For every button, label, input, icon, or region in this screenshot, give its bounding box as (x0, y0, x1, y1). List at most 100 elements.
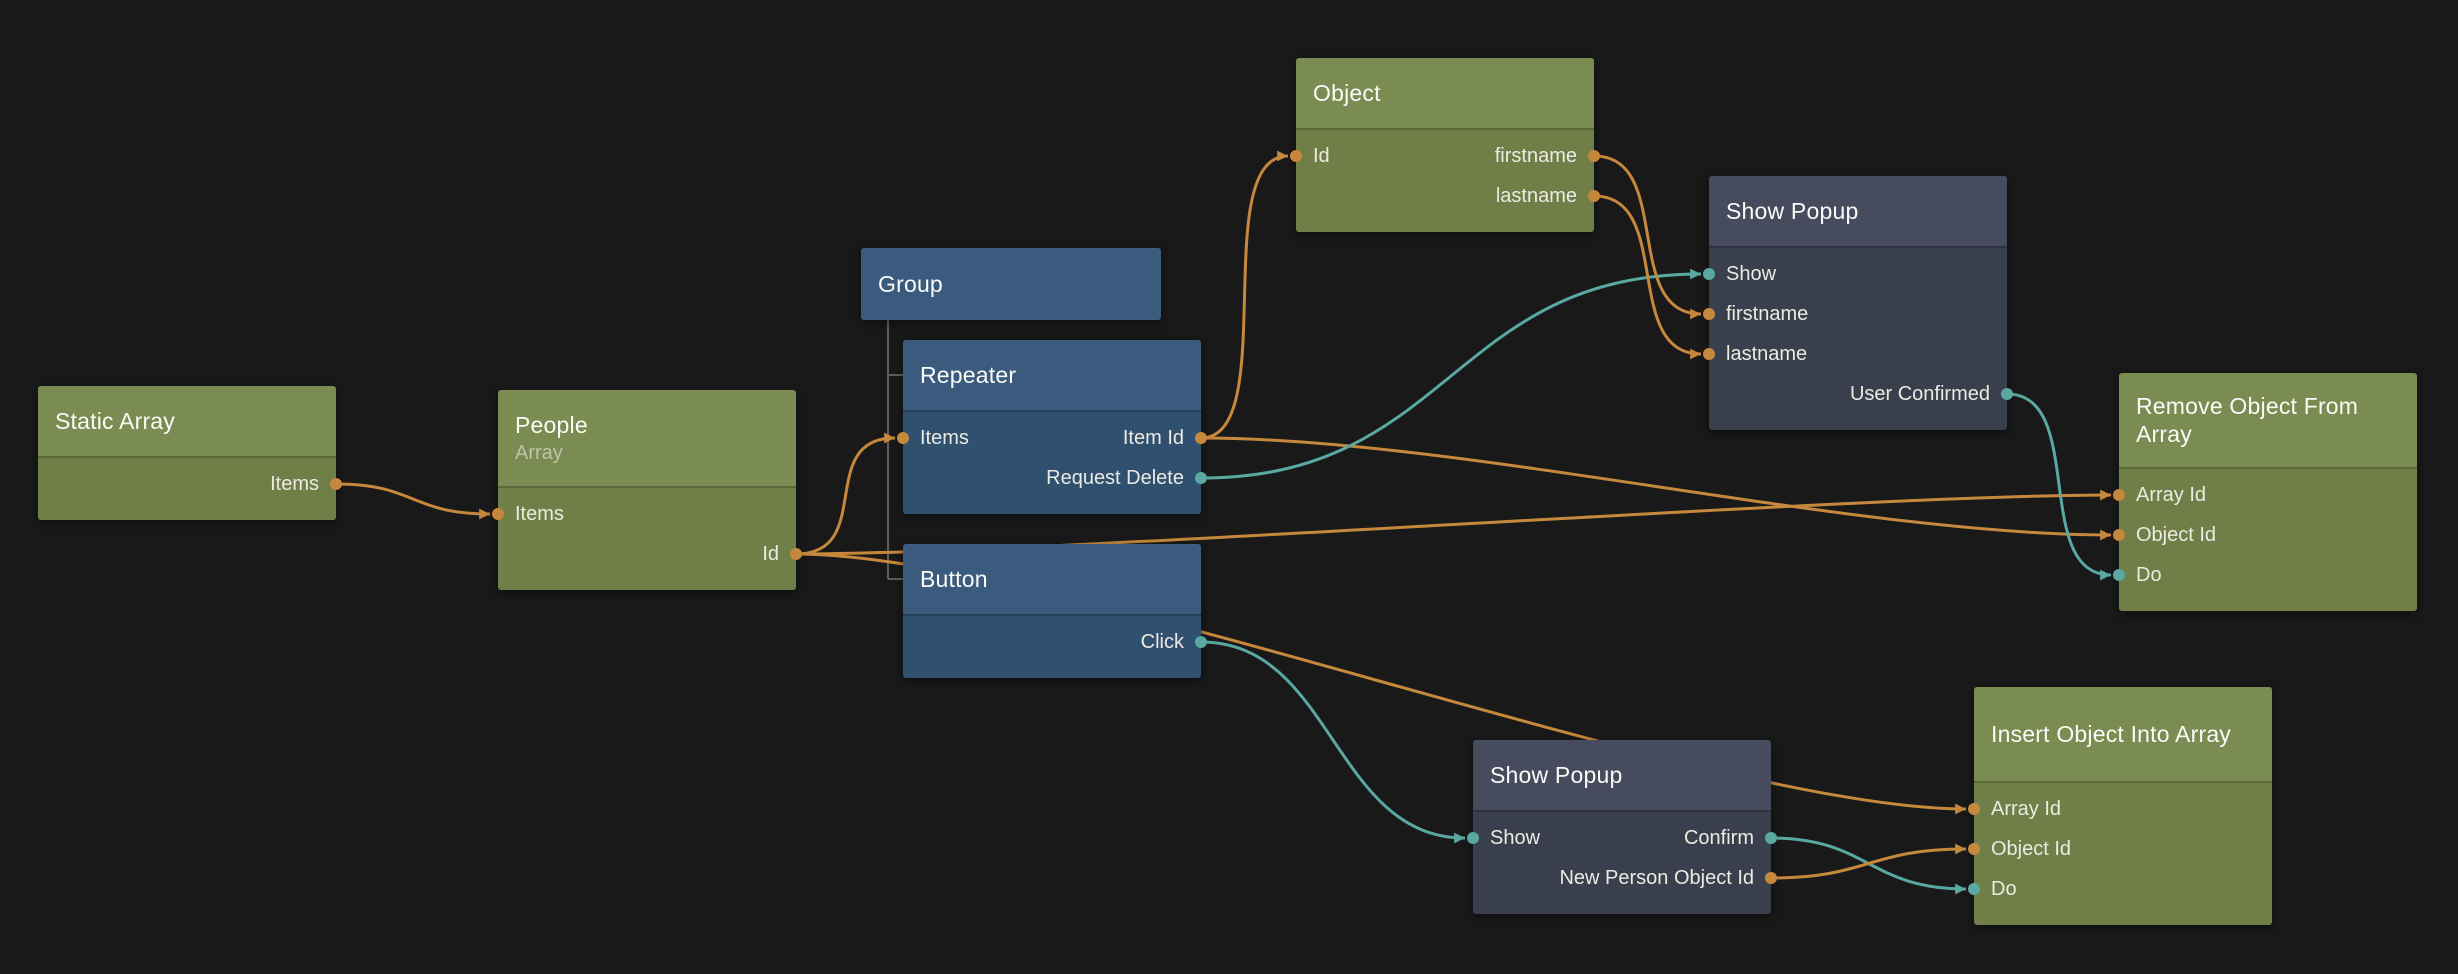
port-row: Items (492, 494, 796, 534)
wire-repeater-to-show-popup-1[interactable] (1200, 268, 1702, 480)
port-firstname-output-dot[interactable] (1588, 150, 1600, 162)
node-body: Items (38, 456, 342, 520)
node-title: Show Popup (1726, 197, 1859, 224)
port-do-input-dot[interactable] (2113, 569, 2125, 581)
port-row: Do (1968, 869, 2272, 909)
port-row: Show Confirm (1467, 818, 1777, 858)
port-lastname-input-label: lastname (1726, 342, 1808, 365)
port-request-delete-output-dot[interactable] (1195, 472, 1207, 484)
wire-repeater-to-object[interactable] (1200, 150, 1289, 440)
port-firstname-input-dot[interactable] (1703, 308, 1715, 320)
port-click-output-label: Click (1140, 630, 1184, 653)
port-row: Do (2113, 555, 2417, 595)
wire-object-to-show-popup-1[interactable] (1593, 154, 1702, 320)
port-new-person-object-id-output-dot[interactable] (1765, 872, 1777, 884)
port-confirm-output-dot[interactable] (1765, 832, 1777, 844)
wire-show-popup-1-to-remove-object-from-array[interactable] (2006, 392, 2112, 581)
node-title: Object (1313, 79, 1381, 106)
port-row: firstname (1703, 294, 2007, 334)
port-user-confirmed-output-dot[interactable] (2001, 388, 2013, 400)
port-do-input-label: Do (2136, 563, 2162, 586)
node-header[interactable]: Object (1296, 58, 1594, 128)
port-show-input-label: Show (1490, 826, 1541, 849)
port-click-output-dot[interactable] (1195, 636, 1207, 648)
port-row: Show (1703, 254, 2007, 294)
node-title: Remove Object From Array (2136, 392, 2359, 447)
port-request-delete-output-label: Request Delete (1046, 466, 1184, 489)
port-item-id-output-dot[interactable] (1195, 432, 1207, 444)
port-array-id-input-dot[interactable] (2113, 489, 2125, 501)
node-header[interactable]: Static Array (38, 386, 336, 456)
wire-repeater-to-remove-object-from-array[interactable] (1200, 436, 2112, 541)
port-show-input-label: Show (1726, 262, 1777, 285)
port-firstname-input-label: firstname (1726, 302, 1809, 325)
wire-people-to-repeater[interactable] (795, 432, 896, 556)
port-row: lastname (1703, 334, 2007, 374)
port-lastname-input-dot[interactable] (1703, 348, 1715, 360)
port-row: Request Delete (903, 458, 1207, 498)
port-row: New Person Object Id (1473, 858, 1777, 898)
port-id-output-label: Id (762, 542, 779, 565)
node-header[interactable]: Group (861, 248, 1161, 320)
port-id-output-dot[interactable] (790, 548, 802, 560)
node-header[interactable]: Show Popup (1473, 740, 1771, 810)
port-object-id-input-dot[interactable] (1968, 843, 1980, 855)
port-row: Items (38, 464, 342, 504)
port-items-input-label: Items (920, 426, 969, 449)
port-items-output-label: Items (270, 472, 319, 495)
port-user-confirmed-output-label: User Confirmed (1849, 382, 1990, 405)
port-items-input-dot[interactable] (897, 432, 909, 444)
node-header[interactable]: Insert Object Into Array (1974, 687, 2272, 781)
wire-static-array-to-people[interactable] (335, 482, 491, 520)
node-header[interactable]: Remove Object From Array (2119, 373, 2417, 467)
wire-show-popup-2-to-insert-object-into-array[interactable] (1770, 843, 1967, 880)
wire-button-to-show-popup-2[interactable] (1200, 640, 1466, 844)
port-row: User Confirmed (1709, 374, 2013, 414)
port-confirm-output-label: Confirm (1683, 826, 1754, 849)
node-header[interactable]: Repeater (903, 340, 1201, 410)
port-lastname-output-dot[interactable] (1588, 190, 1600, 202)
wire-object-to-show-popup-1[interactable] (1593, 194, 1702, 360)
node-title: Insert Object Into Array (1991, 720, 2232, 747)
port-do-input-label: Do (1991, 877, 2017, 900)
port-do-input-dot[interactable] (1968, 883, 1980, 895)
port-items-output-dot[interactable] (330, 478, 342, 490)
node-header[interactable]: Button (903, 544, 1201, 614)
port-id-input-dot[interactable] (1290, 150, 1302, 162)
port-items-input-label: Items (515, 502, 564, 525)
port-object-id-input-dot[interactable] (2113, 529, 2125, 541)
port-show-input-dot[interactable] (1467, 832, 1479, 844)
port-array-id-input-dot[interactable] (1968, 803, 1980, 815)
node-title: Group (878, 270, 943, 297)
group-children-connector (887, 320, 903, 580)
port-array-id-input-label: Array Id (1991, 797, 2062, 820)
node-body: Array Id Object Id Do (2113, 467, 2417, 611)
port-row: Array Id (2113, 475, 2417, 515)
port-show-input-dot[interactable] (1703, 268, 1715, 280)
port-row: Object Id (2113, 515, 2417, 555)
node-group[interactable]: Group (861, 248, 1161, 320)
port-object-id-input-label: Object Id (2136, 523, 2217, 546)
port-row: Click (903, 622, 1207, 662)
node-header[interactable]: Show Popup (1709, 176, 2007, 246)
port-items-input-dot[interactable] (492, 508, 504, 520)
port-row: Id (498, 534, 802, 574)
